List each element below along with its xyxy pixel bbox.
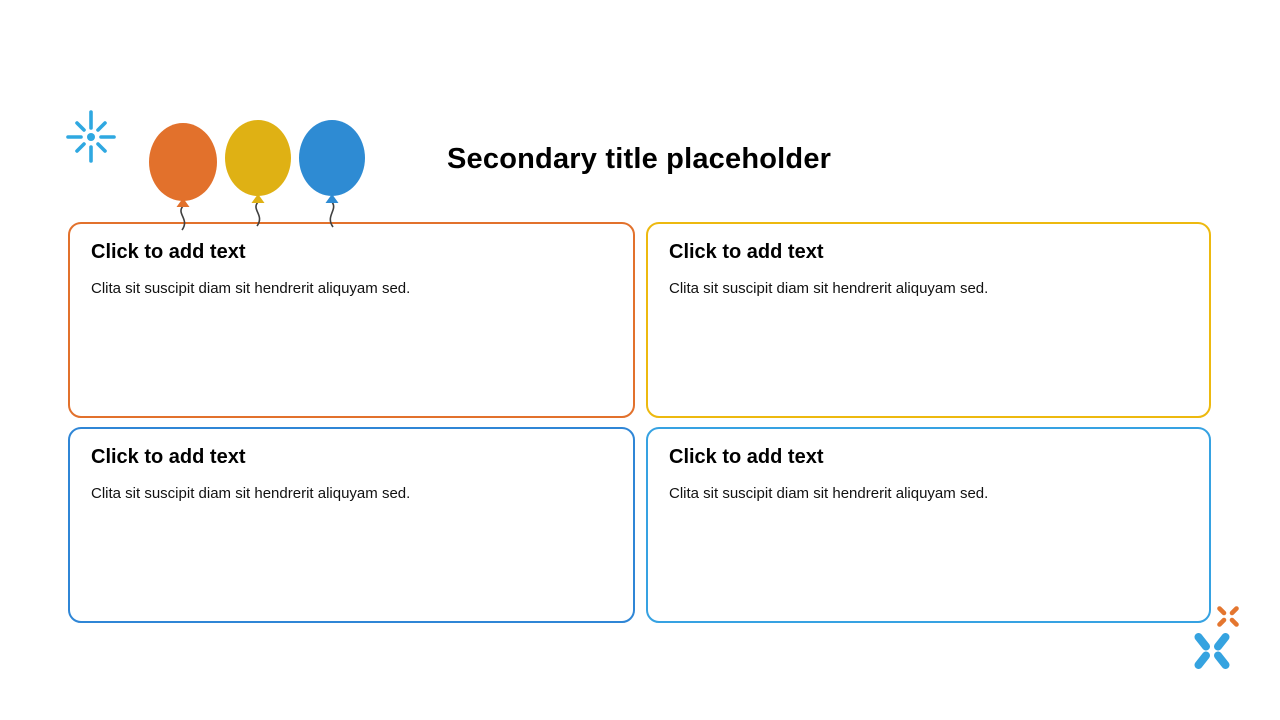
card-body-text: Clita sit suscipit diam sit hendrerit al… (91, 280, 411, 297)
burst-rays (66, 110, 116, 163)
card-body-text: Clita sit suscipit diam sit hendrerit al… (669, 280, 989, 297)
sparkle-cross-small-icon (1217, 606, 1239, 627)
card-body-text: Clita sit suscipit diam sit hendrerit al… (669, 485, 989, 502)
text-card-bottom-right[interactable]: Click to add text Clita sit suscipit dia… (646, 427, 1211, 623)
card-heading: Click to add text (669, 241, 824, 263)
firework-burst-icon (66, 110, 116, 163)
balloons-graphic (149, 120, 365, 231)
burst-center-dot (87, 133, 95, 141)
sparkle-cross-large-icon (1194, 633, 1230, 669)
card-body-text: Clita sit suscipit diam sit hendrerit al… (91, 485, 411, 502)
balloon-orange (149, 123, 217, 207)
text-card-top-right[interactable]: Click to add text Clita sit suscipit dia… (646, 222, 1211, 418)
balloon-yellow (225, 120, 291, 203)
text-card-bottom-left[interactable]: Click to add text Clita sit suscipit dia… (68, 427, 635, 623)
card-heading: Click to add text (91, 446, 246, 468)
secondary-title-placeholder[interactable]: Secondary title placeholder (447, 143, 832, 175)
text-card-top-left[interactable]: Click to add text Clita sit suscipit dia… (68, 222, 635, 418)
card-heading: Click to add text (91, 241, 246, 263)
balloon-blue (299, 120, 365, 203)
card-heading: Click to add text (669, 446, 824, 468)
balloon-strings (180, 201, 335, 231)
